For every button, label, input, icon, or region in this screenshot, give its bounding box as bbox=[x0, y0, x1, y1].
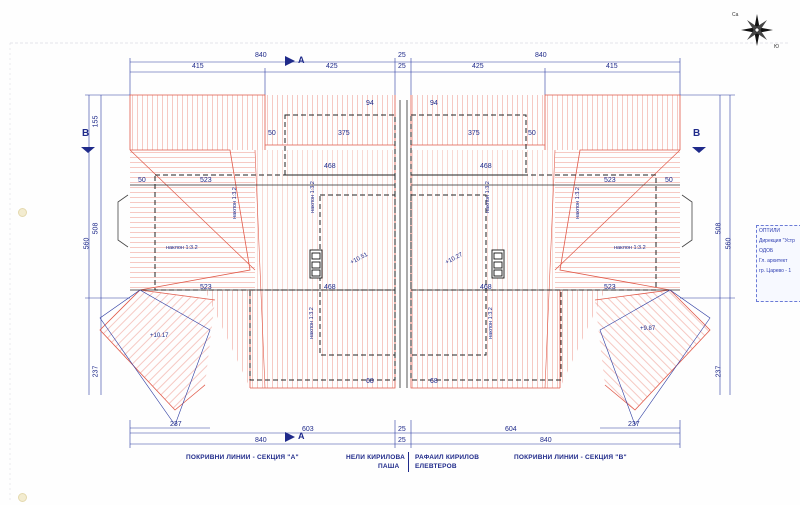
marker-b-right: В bbox=[693, 128, 701, 139]
dimension-lines-top bbox=[129, 58, 681, 95]
dim-inner-323-b: 523 bbox=[604, 177, 616, 184]
dim-top-right-overall: 840 bbox=[535, 52, 547, 59]
dim-vert-2: 508 bbox=[92, 222, 100, 235]
dim-inner-468-a: 468 bbox=[324, 163, 336, 170]
dim-bottom-mid-3: 604 bbox=[505, 426, 517, 433]
approval-stamp: ОПТИЛИ Дирекция "Устр ОДОБ Гл. архитект … bbox=[756, 225, 800, 302]
dim-inner-375-b: 375 bbox=[468, 130, 480, 137]
dim-vert-7: 237 bbox=[715, 365, 723, 378]
dim-vert-3: 560 bbox=[83, 237, 91, 250]
dim-top-mid-overall: 25 bbox=[398, 52, 406, 59]
dim-vert-6: 237 bbox=[92, 365, 100, 378]
dim-inner-68-b: 68 bbox=[430, 378, 438, 385]
dim-top-left-overall: 840 bbox=[255, 52, 267, 59]
dim-inner-50-c: 50 bbox=[268, 130, 276, 137]
stamp-line-2: Дирекция "Устр bbox=[759, 238, 795, 244]
dim-bottom-overall-3: 840 bbox=[540, 437, 552, 444]
owner-left-line2: ПАША bbox=[378, 463, 400, 470]
dim-top-split-4: 425 bbox=[472, 63, 484, 70]
dim-top-split-2: 425 bbox=[326, 63, 338, 70]
stamp-line-4: Гл. архитект bbox=[759, 258, 788, 264]
compass-label-north: Са bbox=[732, 12, 739, 18]
dim-bottom-mid-1: 603 bbox=[302, 426, 314, 433]
dim-bottom-overall-2: 25 bbox=[398, 437, 406, 444]
section-markers bbox=[81, 56, 706, 442]
slope-label-a-vertical: наклон 1:3.2 bbox=[231, 187, 238, 219]
dim-inner-50-d: 50 bbox=[528, 130, 536, 137]
section-a-title: ПОКРИВНИ ЛИНИИ - СЕКЦИЯ "А" bbox=[186, 454, 299, 461]
elevation-a-wing: +10.17 bbox=[150, 333, 169, 339]
wing-outline-b bbox=[599, 289, 711, 426]
dim-bottom-overall-1: 840 bbox=[255, 437, 267, 444]
dim-inner-68-a: 68 bbox=[366, 378, 374, 385]
stamp-line-1: ОПТИЛИ bbox=[759, 228, 781, 234]
dim-top-split-3: 25 bbox=[398, 63, 406, 70]
dim-top-split-5: 415 bbox=[606, 63, 618, 70]
dim-inner-323-a: 523 bbox=[200, 177, 212, 184]
chimney-a bbox=[309, 249, 323, 279]
dim-inner-50-b: 50 bbox=[665, 177, 673, 184]
stamp-line-3: ОДОБ bbox=[759, 248, 774, 254]
slope-label-b-bottom: наклон 1:3.2 bbox=[487, 307, 494, 339]
roof-section-b bbox=[410, 94, 711, 411]
chimney-b bbox=[491, 249, 505, 279]
dim-inner-94-a: 94 bbox=[366, 100, 374, 107]
slope-label-b-horizontal: наклон 1:3.2 bbox=[614, 245, 646, 251]
marker-a-top: А bbox=[298, 55, 305, 65]
section-b-title: ПОКРИВНИ ЛИНИИ - СЕКЦИЯ "В" bbox=[514, 454, 627, 461]
dim-inner-468-d: 468 bbox=[480, 284, 492, 291]
dim-vert-4: 508 bbox=[715, 222, 723, 235]
dim-inner-468-c: 468 bbox=[324, 284, 336, 291]
slope-label-b-vertical: наклон 1:3.2 bbox=[574, 187, 581, 219]
owner-left-line1: НЕЛИ КИРИЛОВА bbox=[346, 454, 405, 461]
dim-inner-323-d: 523 bbox=[604, 284, 616, 291]
punch-hole-top bbox=[18, 208, 27, 217]
bay-window-left bbox=[117, 194, 129, 248]
dim-inner-50-a: 50 bbox=[138, 177, 146, 184]
roof-section-a bbox=[99, 94, 396, 411]
dim-inner-468-b: 468 bbox=[480, 163, 492, 170]
dim-bottom-right-small: 237 bbox=[628, 421, 640, 428]
ridge-lines bbox=[130, 100, 680, 388]
compass-rose-icon bbox=[741, 14, 773, 46]
bay-window-right bbox=[681, 194, 693, 248]
dim-inner-94-b: 94 bbox=[430, 100, 438, 107]
compass-label-south: Ю bbox=[774, 44, 780, 50]
dim-vert-1: 155 bbox=[92, 115, 100, 128]
dim-top-split-1: 415 bbox=[192, 63, 204, 70]
owner-divider bbox=[408, 452, 409, 472]
dimension-lines-bottom bbox=[129, 420, 681, 448]
dimension-lines-vertical bbox=[85, 94, 735, 395]
punch-hole-bottom bbox=[18, 493, 27, 502]
dim-inner-323-c: 523 bbox=[200, 284, 212, 291]
wing-outline-a bbox=[99, 289, 211, 426]
slope-label-b-top: наклон 1:3.2 bbox=[484, 181, 491, 213]
dim-vert-5: 560 bbox=[725, 237, 733, 250]
stamp-line-5: гр. Царево - 1 bbox=[759, 268, 792, 274]
slope-label-a-horizontal: наклон 1:3.2 bbox=[166, 245, 198, 251]
dim-inner-375-a: 375 bbox=[338, 130, 350, 137]
elevation-b-wing: +9.87 bbox=[640, 326, 656, 332]
owner-right-line1: РАФАИЛ КИРИЛОВ bbox=[415, 454, 480, 461]
slope-label-a-bottom: наклон 1:3.2 bbox=[308, 307, 315, 339]
owner-right-line2: ЕЛЕВТЕРОВ bbox=[415, 463, 457, 470]
marker-b-left: В bbox=[82, 128, 90, 139]
slope-label-a-top: наклон 1:3.2 bbox=[309, 181, 316, 213]
dim-bottom-left-small: 237 bbox=[170, 421, 182, 428]
dim-bottom-mid-2: 25 bbox=[398, 426, 406, 433]
marker-a-bottom: А bbox=[298, 431, 305, 441]
